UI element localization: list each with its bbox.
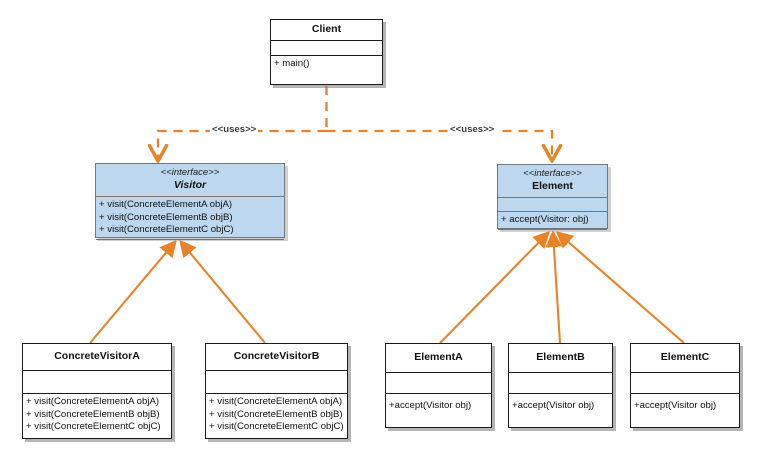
class-attributes-elementa bbox=[386, 373, 491, 394]
class-box-visitor[interactable]: <<interface>> Visitor + visit(ConcreteEl… bbox=[95, 163, 285, 240]
class-title-concretevisitora: ConcreteVisitorA bbox=[23, 344, 171, 371]
realization-elementa-element bbox=[439, 233, 548, 344]
class-operations-elementa: +accept(Visitor obj) bbox=[386, 394, 491, 415]
class-operations-elementb: +accept(Visitor obj) bbox=[509, 394, 612, 415]
operation-row: + visit(ConcreteElementC objC) bbox=[99, 224, 234, 236]
class-title-concretevisitorb: ConcreteVisitorB bbox=[206, 344, 347, 371]
realization-elementb-element bbox=[553, 233, 560, 344]
class-attributes-client bbox=[271, 41, 382, 56]
operation-row: + visit(ConcreteElementA objA) bbox=[99, 199, 233, 210]
class-name-concretevisitora: ConcreteVisitorA bbox=[54, 350, 140, 362]
realization-concretevisitorb-visitor bbox=[181, 242, 266, 344]
operation-row: + accept(Visitor: obj) bbox=[501, 214, 589, 225]
class-attributes-element bbox=[498, 198, 607, 212]
relationship-label-uses-visitor: <<uses>> bbox=[210, 124, 259, 136]
class-operations-element: + accept(Visitor: obj) bbox=[498, 212, 607, 230]
realization-elementc-element bbox=[558, 233, 685, 344]
operation-row: + main() bbox=[274, 58, 310, 69]
operation-row: +accept(Visitor obj) bbox=[389, 400, 472, 411]
operation-row: + visit(ConcreteElementB objB) bbox=[209, 408, 343, 420]
class-title-elementa: ElementA bbox=[386, 344, 491, 373]
class-name-element: Element bbox=[532, 180, 573, 192]
class-name-elementb: ElementB bbox=[536, 351, 585, 363]
class-name-elementc: ElementC bbox=[660, 351, 710, 363]
class-attributes-concretevisitora bbox=[23, 371, 171, 394]
realization-concretevisitora-visitor bbox=[89, 242, 175, 344]
class-name-visitor: Visitor bbox=[173, 179, 207, 191]
class-box-element[interactable]: <<interface>> Element + accept(Visitor: … bbox=[497, 164, 608, 230]
operation-row: + visit(ConcreteElementA objA) bbox=[209, 396, 343, 407]
class-box-elementc[interactable]: ElementC +accept(Visitor obj) bbox=[630, 343, 740, 428]
class-title-visitor: <<interface>> Visitor bbox=[96, 164, 284, 197]
class-name-elementa: ElementA bbox=[414, 351, 463, 363]
class-box-concretevisitorb[interactable]: ConcreteVisitorB + visit(ConcreteElement… bbox=[205, 343, 348, 439]
operation-row: +accept(Visitor obj) bbox=[634, 400, 717, 411]
class-title-elementc: ElementC bbox=[631, 344, 739, 373]
class-name-client: Client bbox=[311, 23, 342, 35]
class-attributes-elementc bbox=[631, 373, 739, 394]
class-title-elementb: ElementB bbox=[509, 344, 612, 373]
class-title-element: <<interface>> Element bbox=[498, 165, 607, 198]
stereotype-interface: <<interface>> bbox=[523, 168, 582, 179]
class-attributes-elementb bbox=[509, 373, 612, 394]
class-box-elementb[interactable]: ElementB +accept(Visitor obj) bbox=[508, 343, 613, 428]
dependency-client-element bbox=[326, 129, 563, 163]
class-operations-concretevisitora: + visit(ConcreteElementA objA) + visit(C… bbox=[23, 394, 171, 436]
class-operations-client: + main() bbox=[271, 56, 382, 73]
operation-row: +accept(Visitor obj) bbox=[512, 400, 595, 411]
relationship-label-uses-element: <<uses>> bbox=[448, 124, 497, 136]
class-box-concretevisitora[interactable]: ConcreteVisitorA + visit(ConcreteElement… bbox=[22, 343, 172, 439]
operation-row: + visit(ConcreteElementC objC) bbox=[26, 421, 161, 433]
stereotype-interface: <<interface>> bbox=[160, 167, 220, 178]
class-operations-concretevisitorb: + visit(ConcreteElementA objA) + visit(C… bbox=[206, 394, 347, 436]
operation-row: + visit(ConcreteElementC objC) bbox=[209, 421, 344, 433]
class-title-client: Client bbox=[271, 20, 382, 41]
operation-row: + visit(ConcreteElementB objB) bbox=[99, 211, 233, 223]
class-attributes-concretevisitorb bbox=[206, 371, 347, 394]
class-name-concretevisitorb: ConcreteVisitorB bbox=[233, 350, 320, 362]
class-box-elementa[interactable]: ElementA +accept(Visitor obj) bbox=[385, 343, 492, 428]
class-box-client[interactable]: Client + main() bbox=[270, 19, 383, 85]
class-operations-elementc: +accept(Visitor obj) bbox=[631, 394, 739, 415]
operation-row: + visit(ConcreteElementB objB) bbox=[26, 408, 160, 420]
operation-row: + visit(ConcreteElementA objA) bbox=[26, 396, 160, 407]
class-operations-visitor: + visit(ConcreteElementA objA) + visit(C… bbox=[96, 197, 284, 240]
